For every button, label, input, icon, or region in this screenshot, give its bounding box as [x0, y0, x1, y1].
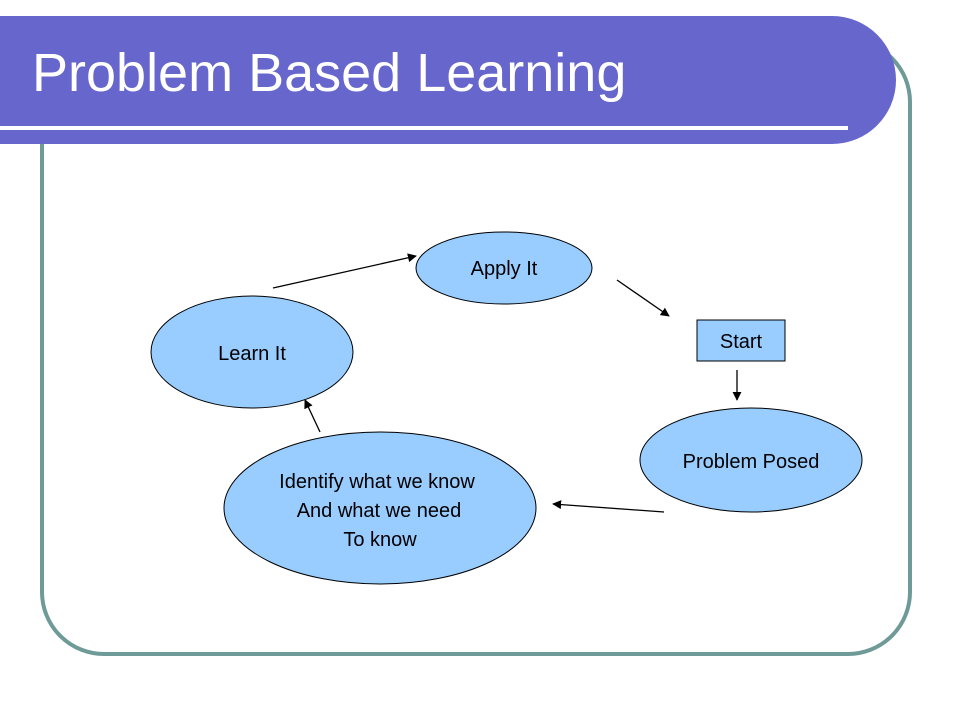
- learn-it-ellipse: [150, 295, 354, 409]
- problem-posed-label: Problem Posed: [683, 451, 820, 473]
- node-learn-it: Learn It: [150, 295, 354, 409]
- arrow-problem-to-identify: [552, 500, 665, 513]
- learn-it-label: Learn It: [218, 343, 286, 365]
- node-identify: Identify what we know And what we need T…: [223, 431, 537, 585]
- identify-ellipse: [223, 431, 537, 585]
- title-underline: [0, 126, 848, 130]
- title-banner: [0, 16, 896, 144]
- start-label: Start: [720, 331, 763, 353]
- apply-it-label: Apply It: [471, 258, 538, 280]
- node-apply-it: Apply It: [415, 231, 593, 305]
- arrow-apply-to-start: [616, 279, 670, 317]
- problem-posed-ellipse: [639, 407, 863, 513]
- arrow-learn-to-apply: [272, 253, 417, 289]
- node-start: Start: [696, 319, 786, 362]
- apply-it-ellipse: [415, 231, 593, 305]
- identify-line-2: And what we need: [297, 500, 462, 522]
- arrow-identify-to-learn: [304, 399, 321, 433]
- node-problem-posed: Problem Posed: [639, 407, 863, 513]
- identify-line-1: Identify what we know: [279, 471, 475, 493]
- start-box: [696, 319, 786, 362]
- page-title: Problem Based Learning: [32, 43, 627, 103]
- identify-line-3: To know: [343, 529, 417, 551]
